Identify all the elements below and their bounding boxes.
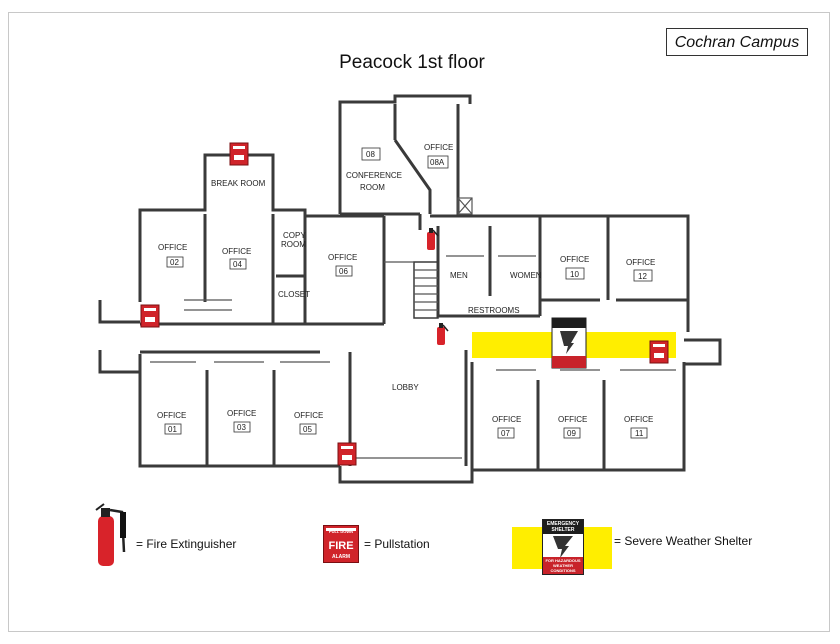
walls [98, 94, 722, 484]
room-office-07-number: 07 [501, 429, 510, 438]
wall-details [150, 197, 676, 459]
room-office-11-number: 11 [635, 429, 644, 438]
room-office-03-label: OFFICE [227, 409, 256, 418]
room-office-01-label: OFFICE [157, 411, 186, 420]
page-title: Peacock 1st floor [339, 52, 485, 73]
room-office-02-label: OFFICE [158, 243, 187, 252]
room-conference-number: 08 [366, 150, 375, 159]
room-conference-label-2: ROOM [360, 183, 385, 192]
room-office-07-label: OFFICE [492, 415, 521, 424]
campus-label: Cochran Campus [666, 28, 808, 56]
map-fire-extinguisher-icon [427, 228, 439, 250]
room-copy-label-2: ROOM [281, 240, 306, 249]
room-labels: OFFICE 02 OFFICE 04 OFFICE 06 BREAK ROOM… [157, 143, 655, 439]
room-office-10-label: OFFICE [560, 255, 589, 264]
room-office-10-number: 10 [570, 270, 579, 279]
room-office-12-label: OFFICE [626, 258, 655, 267]
room-office-06-label: OFFICE [328, 253, 357, 262]
room-office-09-number: 09 [567, 429, 576, 438]
legend-pullstation-icon: PULL DOWN FIRE ALARM [323, 525, 359, 563]
room-men-label: MEN [450, 271, 468, 280]
map-shelter-sign-icon [551, 317, 587, 369]
map-pullstation-icon [649, 340, 669, 364]
room-office-12-number: 12 [638, 272, 647, 281]
map-pullstation-icon [337, 442, 357, 466]
room-office-05-number: 05 [303, 425, 312, 434]
room-office-02-number: 02 [170, 258, 179, 267]
map-pullstation-icon [229, 142, 249, 166]
legend-severe-weather-shelter-label: = Severe Weather Shelter [614, 534, 753, 548]
room-office-01-number: 01 [168, 425, 177, 434]
room-closet-label: CLOSET [278, 290, 310, 299]
room-office-03-number: 03 [237, 423, 246, 432]
room-restrooms-label: RESTROOMS [468, 306, 520, 315]
map-fire-extinguisher-icon [437, 323, 449, 345]
legend-fire-extinguisher-label: = Fire Extinguisher [136, 537, 237, 551]
room-office-09-label: OFFICE [558, 415, 587, 424]
room-office-06-number: 06 [339, 267, 348, 276]
room-copy-label-1: COPY [283, 231, 306, 240]
room-office-04-label: OFFICE [222, 247, 251, 256]
room-office-05-label: OFFICE [294, 411, 323, 420]
room-lobby-label: LOBBY [392, 383, 419, 392]
room-break-room-label: BREAK ROOM [211, 179, 266, 188]
room-women-label: WOMEN [510, 271, 542, 280]
room-office-08a-number: 08A [430, 158, 445, 167]
legend-shelter-sign-icon: EMERGENCY SHELTER FOR HAZARDOUS WEATHER … [542, 519, 584, 575]
map-pullstation-icon [140, 304, 160, 328]
room-office-04-number: 04 [233, 260, 242, 269]
room-office-11-label: OFFICE [624, 415, 653, 424]
legend-fire-extinguisher-icon [95, 503, 126, 566]
room-conference-label-1: CONFERENCE [346, 171, 402, 180]
map-frame [8, 12, 830, 632]
room-office-08a-label: OFFICE [424, 143, 453, 152]
legend-pullstation-label: = Pullstation [364, 537, 430, 551]
